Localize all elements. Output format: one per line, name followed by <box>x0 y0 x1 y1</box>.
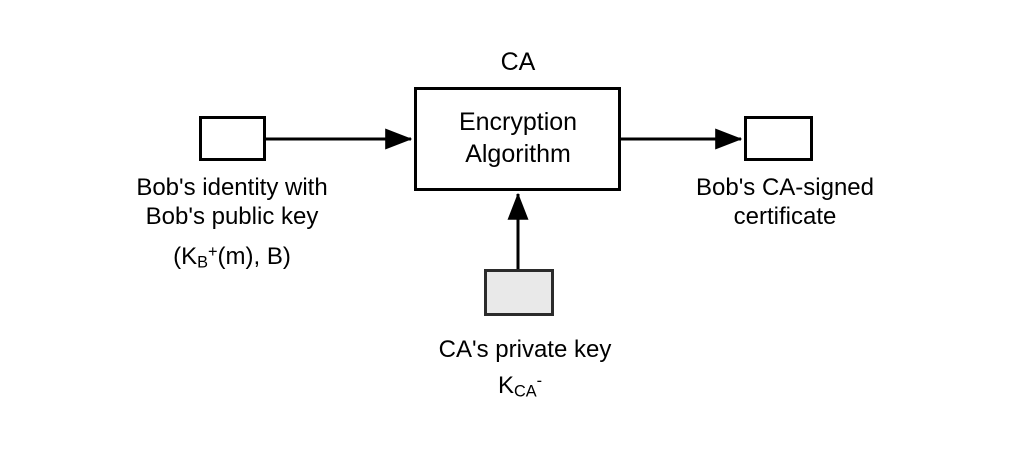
private-key-caption: CA's private key <box>438 336 612 363</box>
encryption-algorithm-label-line2: Algorithm <box>465 140 571 168</box>
formula-superscript-plus: + <box>208 243 218 262</box>
input-caption-line2: Bob's public key <box>145 203 319 230</box>
input-caption-line1: Bob's identity with <box>136 174 328 201</box>
output-caption-line2: certificate <box>733 203 837 230</box>
output-caption-line1: Bob's CA-signed <box>695 174 875 201</box>
input-key-formula: (KB+(m), B) <box>173 243 291 273</box>
formula-subscript-b: B <box>197 253 209 272</box>
formula-open-paren: (K <box>173 243 198 270</box>
encryption-algorithm-label-line1: Encryption <box>458 108 578 136</box>
key-formula-superscript-minus: - <box>536 372 543 391</box>
input-document-box <box>199 116 266 161</box>
key-formula-base: K <box>497 372 514 399</box>
formula-remainder: (m), B) <box>217 243 291 270</box>
private-key-formula: KCA- <box>498 372 542 402</box>
key-formula-subscript-ca: CA <box>513 382 537 401</box>
encryption-algorithm-box <box>414 87 621 191</box>
ca-title-label: CA <box>500 48 536 76</box>
private-key-box <box>484 269 554 316</box>
output-certificate-box <box>744 116 813 161</box>
